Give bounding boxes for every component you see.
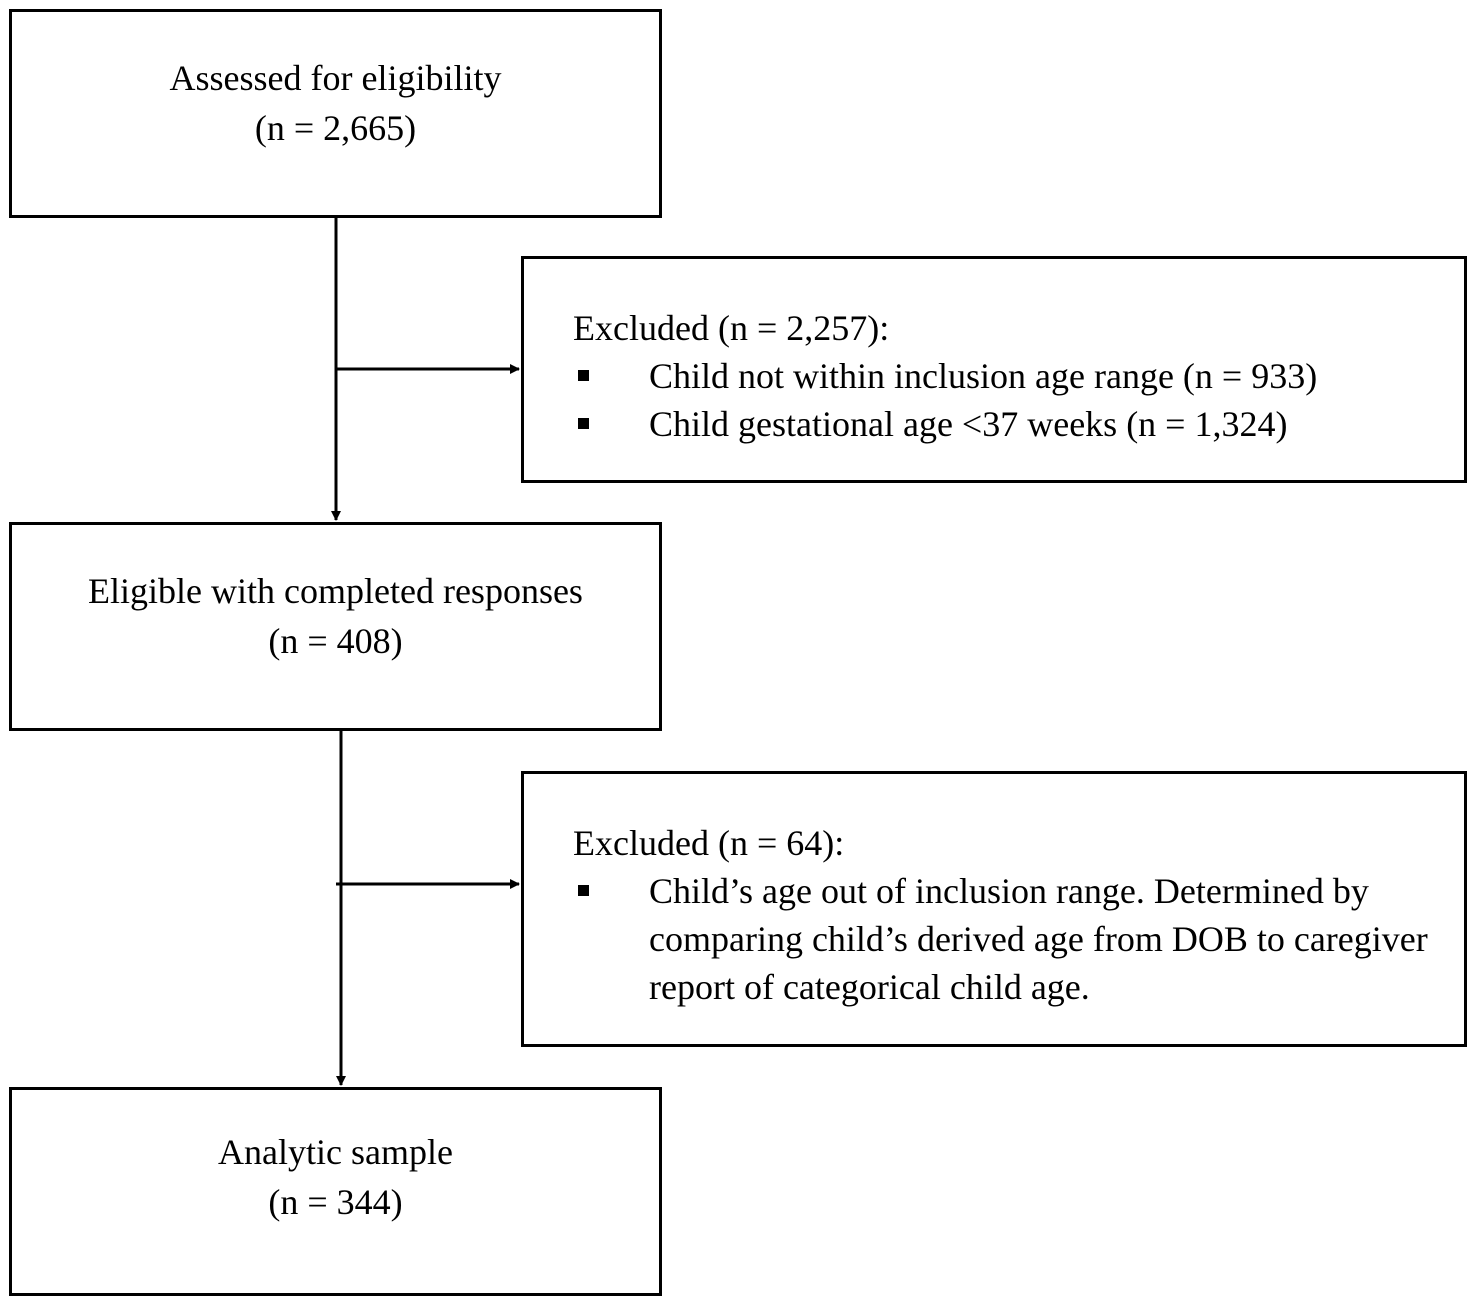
reason-item: Child not within inclusion age range (n … — [573, 352, 1444, 400]
reason-text: Child gestational age <37 weeks (n = 1,3… — [649, 404, 1288, 444]
excluded-second-reasons: Child’s age out of inclusion range. Dete… — [573, 867, 1444, 1011]
excluded-first-reasons: Child not within inclusion age range (n … — [573, 352, 1444, 448]
excluded-second-title: Excluded (n = 64): — [573, 823, 845, 863]
reason-text: Child’s age out of inclusion range. Dete… — [649, 871, 1428, 1007]
square-bullet-icon — [578, 885, 589, 896]
reason-item: Child’s age out of inclusion range. Dete… — [573, 867, 1444, 1011]
excluded-first-title: Excluded (n = 2,257): — [573, 308, 890, 348]
eligible-label: Eligible with completed responses — [88, 571, 583, 611]
excluded-second-box: Excluded (n = 64): Child’s age out of in… — [521, 771, 1467, 1047]
reason-item: Child gestational age <37 weeks (n = 1,3… — [573, 400, 1444, 448]
square-bullet-icon — [578, 418, 589, 429]
assessed-box: Assessed for eligibility (n = 2,665) — [9, 9, 662, 218]
eligible-box: Eligible with completed responses (n = 4… — [9, 522, 662, 731]
reason-text: Child not within inclusion age range (n … — [649, 356, 1318, 396]
assessed-count: (n = 2,665) — [254, 108, 417, 148]
analytic-box: Analytic sample (n = 344) — [9, 1087, 662, 1296]
square-bullet-icon — [578, 370, 589, 381]
analytic-label: Analytic sample — [218, 1132, 453, 1172]
assessed-label: Assessed for eligibility — [169, 58, 502, 98]
analytic-count: (n = 344) — [268, 1182, 403, 1222]
eligible-count: (n = 408) — [268, 621, 403, 661]
excluded-first-box: Excluded (n = 2,257): Child not within i… — [521, 256, 1467, 483]
